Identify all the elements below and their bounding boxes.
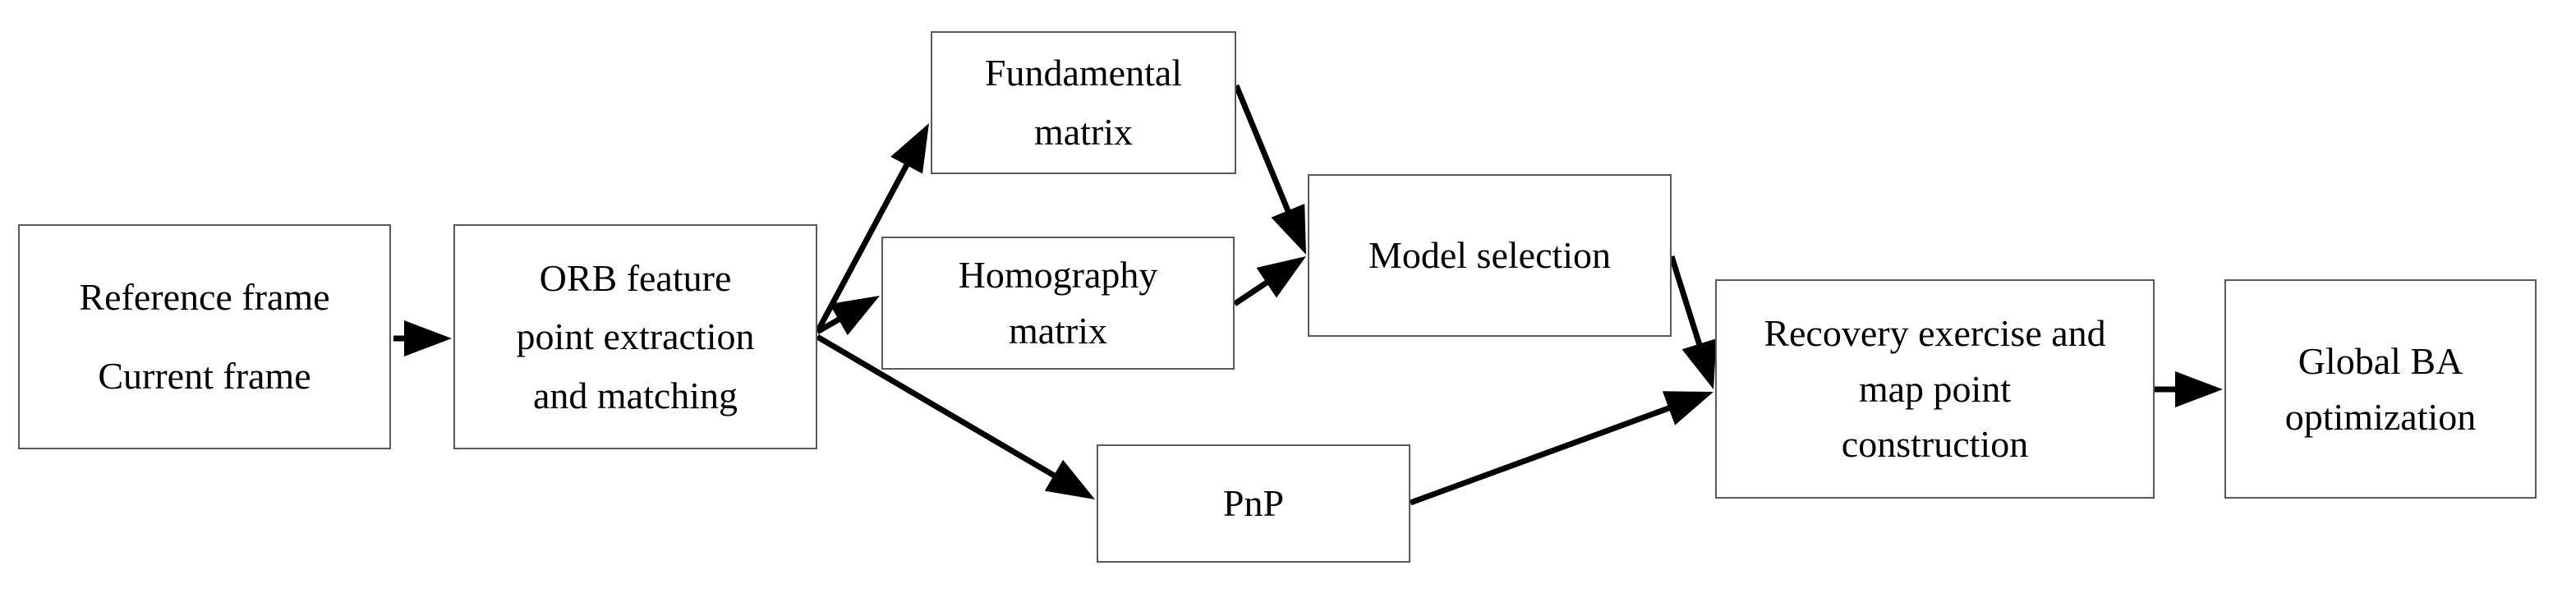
node-label-line: point extraction	[516, 315, 755, 358]
node-pnp: PnP	[1097, 444, 1410, 563]
node-label-line: Homography	[958, 254, 1158, 297]
node-label-line: Current frame	[98, 355, 311, 397]
node-model-selection: Model selection	[1308, 174, 1672, 337]
node-label-line: construction	[1841, 423, 2029, 466]
edge-shaft	[1233, 274, 1276, 306]
arrowhead-icon	[1044, 459, 1095, 499]
node-label-line: matrix	[1033, 111, 1134, 153]
arrowhead-icon	[890, 123, 929, 174]
edge-shaft	[1668, 255, 1705, 355]
node-label-line: and matching	[532, 374, 738, 416]
edge-edge-pnp-to-recovery	[1409, 391, 1714, 506]
node-label-line: Fundamental	[984, 52, 1183, 94]
arrowhead-icon	[1681, 338, 1717, 389]
edge-edge-recovery-to-global-ba	[2155, 371, 2223, 407]
arrowhead-icon	[829, 296, 880, 336]
node-recovery-map-point-construction: Recovery exercise and map point constructi…	[1715, 279, 2155, 499]
node-label-line: Reference frame	[79, 276, 330, 319]
node-label-line: ORB feature	[539, 256, 732, 299]
edge-edge-frames-to-orb	[393, 320, 452, 356]
edge-shaft	[1233, 84, 1295, 221]
node-label-line: PnP	[1222, 482, 1285, 525]
arrowhead-icon	[2175, 371, 2223, 407]
node-label-line: Recovery exercise and	[1764, 312, 2106, 355]
edge-shaft	[1409, 402, 1680, 506]
arrowhead-icon	[1662, 391, 1714, 426]
node-fundamental-matrix: Fundamental matrix	[931, 31, 1236, 174]
edge-edge-model-selection-to-recovery	[1668, 255, 1717, 389]
edge-edge-orb-to-homography	[816, 296, 880, 336]
arrowhead-icon	[1256, 256, 1306, 298]
node-label-line: optimization	[2284, 395, 2477, 438]
edge-edge-homography-to-model-selection	[1233, 256, 1306, 306]
arrowhead-icon	[1271, 203, 1306, 255]
node-homography-matrix: Homography matrix	[881, 237, 1235, 370]
edge-edge-fundamental-to-model-selection	[1233, 84, 1306, 255]
arrowhead-icon	[404, 320, 452, 356]
node-global-ba-optimization: Global BA optimization	[2224, 279, 2537, 499]
node-label-line: matrix	[1008, 310, 1108, 352]
edge-shaft	[816, 312, 849, 335]
node-label-line: map point	[1858, 367, 2012, 410]
node-label-line: Global BA	[2298, 339, 2463, 382]
node-label-line: Model selection	[1368, 234, 1612, 277]
node-orb-feature-extraction: ORB feature point extraction and matching	[453, 224, 817, 449]
